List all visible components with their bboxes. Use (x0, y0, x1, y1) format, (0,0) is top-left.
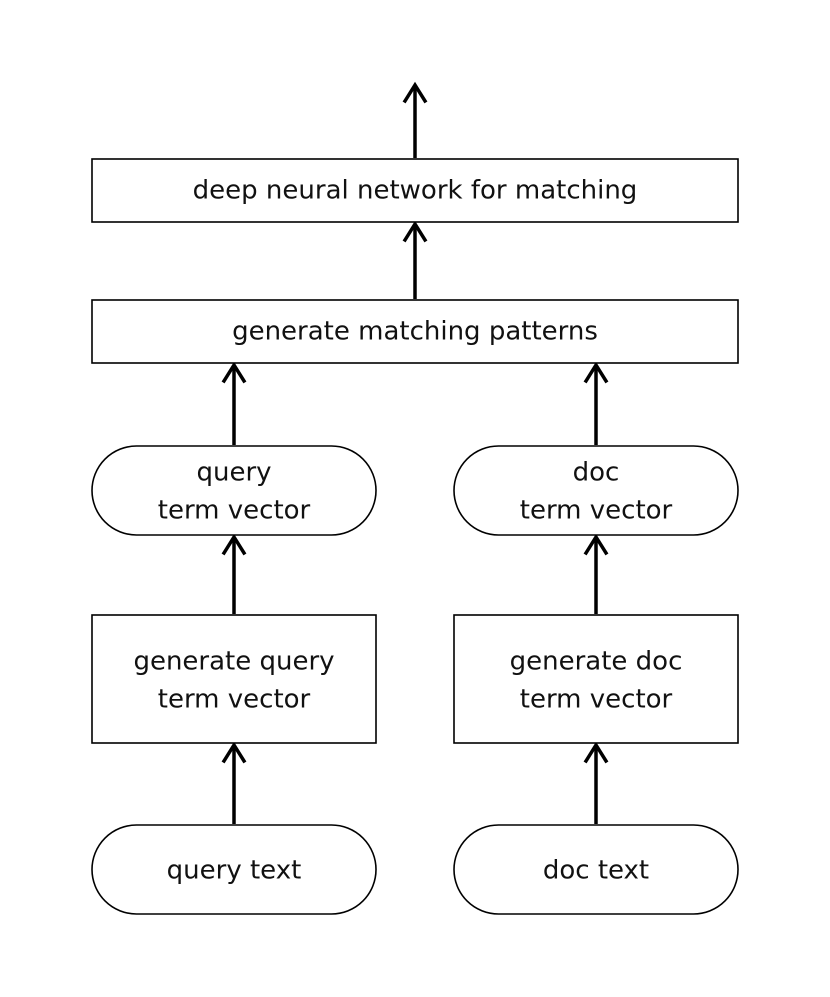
node-generate-query-term-vector-line1: generate query (133, 647, 334, 677)
node-query-term-vector-line1: query (196, 458, 271, 488)
node-generate-doc-term-vector-line2: term vector (520, 685, 673, 715)
node-doc-term-vector-line2: term vector (520, 496, 673, 526)
node-generate-doc-term-vector-line1: generate doc (510, 647, 683, 677)
arrow-dnn-output (402, 81, 428, 158)
node-query-text-label: query text (167, 856, 302, 886)
node-query-term-vector: query term vector (91, 445, 377, 536)
arrow-query-vector-to-patterns (221, 361, 247, 445)
arrow-doc-text-to-gen-doc (583, 741, 609, 824)
node-generate-query-term-vector-line2: term vector (158, 685, 311, 715)
arrow-doc-vector-to-patterns (583, 361, 609, 445)
node-doc-text: doc text (453, 824, 739, 915)
node-doc-text-label: doc text (543, 856, 649, 886)
node-doc-term-vector: doc term vector (453, 445, 739, 536)
node-generate-matching-patterns: generate matching patterns (91, 299, 739, 364)
node-deep-neural-network-label: deep neural network for matching (193, 176, 638, 206)
node-query-term-vector-line2: term vector (158, 496, 311, 526)
node-generate-doc-term-vector: generate doc term vector (453, 614, 739, 744)
arrow-gen-query-to-query-vector (221, 533, 247, 614)
arrows (221, 81, 609, 824)
node-generate-matching-patterns-label: generate matching patterns (232, 317, 598, 347)
node-doc-term-vector-line1: doc (573, 458, 620, 488)
node-generate-query-term-vector: generate query term vector (91, 614, 377, 744)
arrow-query-text-to-gen-query (221, 741, 247, 824)
node-query-text: query text (91, 824, 377, 915)
arrow-patterns-to-dnn (402, 220, 428, 299)
arrow-gen-doc-to-doc-vector (583, 533, 609, 614)
node-deep-neural-network: deep neural network for matching (91, 158, 739, 223)
